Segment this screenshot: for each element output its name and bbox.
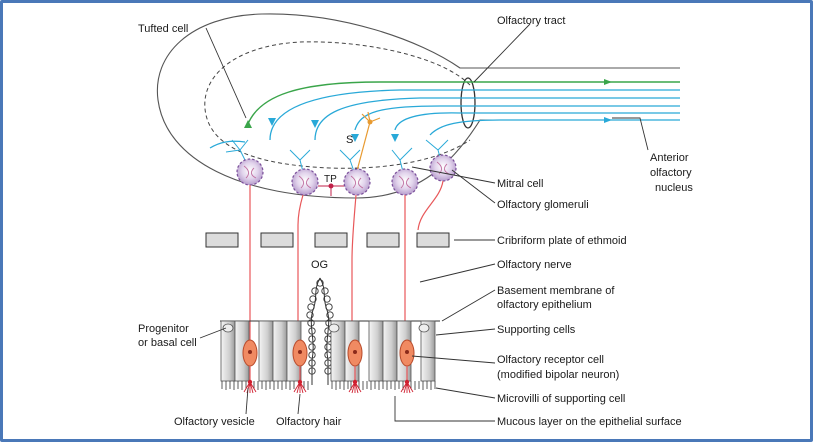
anterior-nucleus-label-2: olfactory xyxy=(650,167,692,179)
glomerular-fibers xyxy=(243,161,450,189)
basement-membrane-label-2: olfactory epithelium xyxy=(497,299,592,311)
anterior-nucleus-label-1: Anterior xyxy=(650,152,689,164)
tufted-cell-label: Tufted cell xyxy=(138,23,188,35)
mitral-axons xyxy=(209,89,680,149)
microvilli-label: Microvilli of supporting cell xyxy=(497,393,625,405)
axon-arrowheads xyxy=(268,117,612,142)
olfactory-nerve-fibers xyxy=(249,180,444,350)
olfactory-hairs xyxy=(243,381,414,394)
olfactory-glomeruli-label: Olfactory glomeruli xyxy=(497,199,589,211)
olfactory-vesicle-label: Olfactory vesicle xyxy=(174,416,255,428)
olfactory-gland xyxy=(306,277,334,385)
basement-membrane-label-1: Basement membrane of xyxy=(497,285,615,297)
cribriform-label: Cribriform plate of ethmoid xyxy=(497,235,627,247)
og-label: OG xyxy=(311,259,328,271)
microvilli xyxy=(221,381,436,390)
anterior-nucleus-label-3: nucleus xyxy=(655,182,693,194)
mucous-layer-label: Mucous layer on the epithelial surface xyxy=(497,416,682,428)
olfactory-tract-ring xyxy=(460,77,476,129)
progenitor-label-2: or basal cell xyxy=(138,337,197,349)
mitral-cell-label: Mitral cell xyxy=(497,178,543,190)
progenitor-label-1: Progenitor xyxy=(138,323,189,335)
tufted-cell-marker xyxy=(244,120,252,128)
olfactory-nerve-label: Olfactory nerve xyxy=(497,259,572,271)
tp-label: TP xyxy=(324,174,337,185)
tp-cell xyxy=(318,183,344,196)
supporting-cells-label: Supporting cells xyxy=(497,324,576,336)
olfactory-hair-label: Olfactory hair xyxy=(276,416,342,428)
arrowhead xyxy=(604,79,612,85)
s-label: S xyxy=(346,134,353,146)
receptor-cell-label-2: (modified bipolar neuron) xyxy=(497,369,619,381)
bulb-dashed-boundary xyxy=(204,41,471,169)
receptor-cell-label-1: Olfactory receptor cell xyxy=(497,354,604,366)
olfactory-tract-label: Olfactory tract xyxy=(497,15,565,27)
leader-lines xyxy=(199,23,649,422)
olfactory-glomeruli xyxy=(236,154,457,196)
olfactory-epithelium xyxy=(220,320,440,394)
cribriform-plate xyxy=(205,232,450,248)
tufted-axon-green xyxy=(247,81,680,125)
